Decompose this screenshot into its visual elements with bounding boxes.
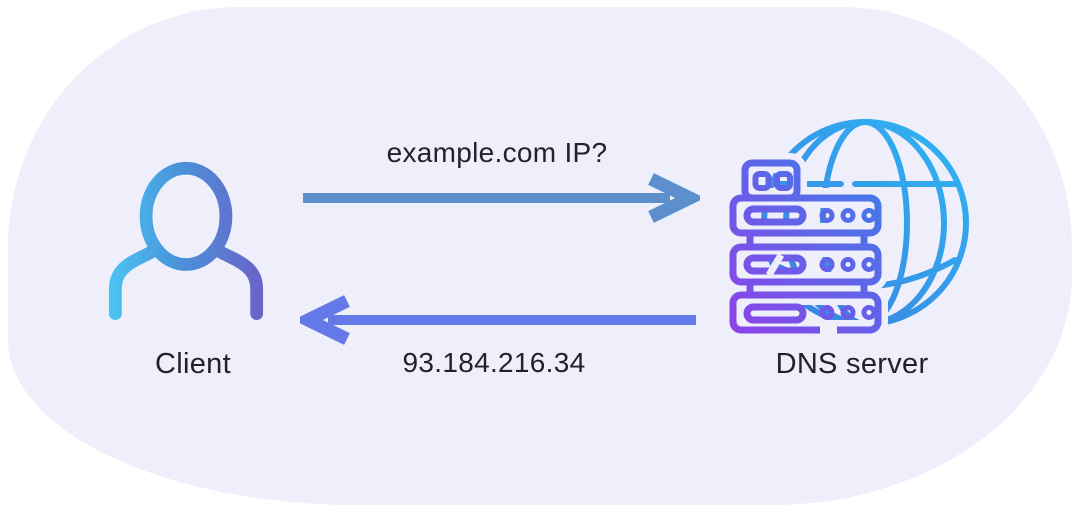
client-label: Client bbox=[155, 348, 231, 380]
response-arrow-left-icon bbox=[300, 295, 696, 345]
request-arrow-right-icon bbox=[303, 173, 700, 223]
response-ip-label: 93.184.216.34 bbox=[402, 347, 586, 378]
server-rack-3 bbox=[729, 291, 882, 334]
server-rack-1 bbox=[729, 194, 882, 237]
request-query-label: example.com IP? bbox=[386, 137, 608, 168]
stroke-gaps bbox=[765, 253, 837, 335]
dns-server-label: DNS server bbox=[775, 348, 929, 380]
person-left-shoulder bbox=[108, 245, 158, 321]
client-person-icon bbox=[108, 161, 264, 321]
dns-server-globe-icon bbox=[723, 119, 969, 340]
server-rack-stack bbox=[729, 159, 882, 334]
person-head bbox=[139, 161, 233, 271]
person-right-shoulder bbox=[214, 245, 264, 321]
server-rack-2 bbox=[729, 243, 882, 286]
background-panel bbox=[8, 7, 1072, 505]
